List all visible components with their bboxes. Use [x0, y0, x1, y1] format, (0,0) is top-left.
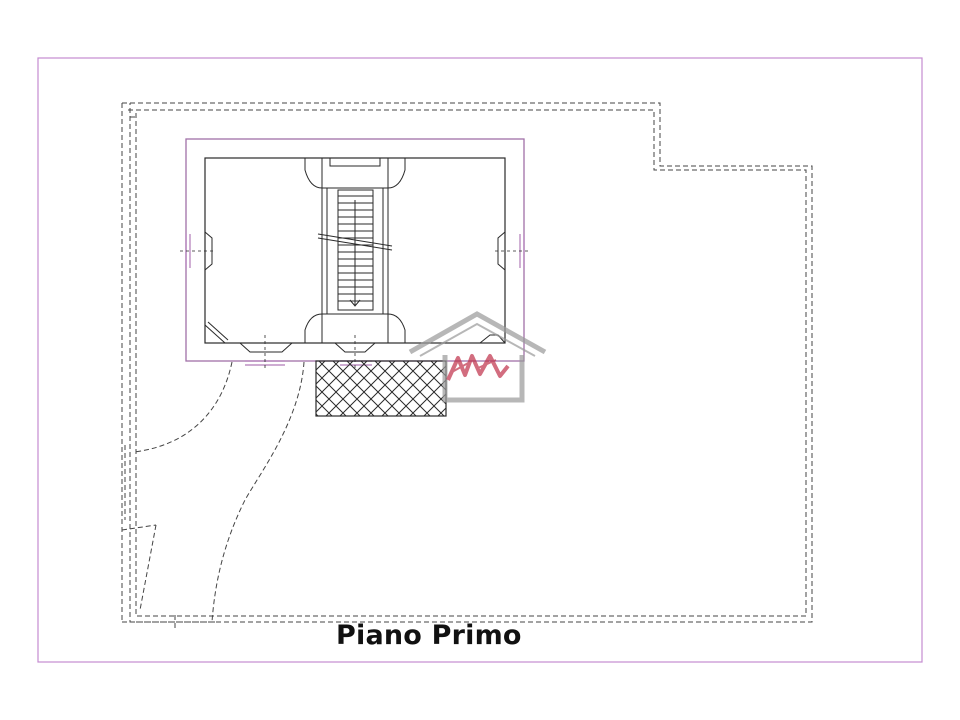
lot-boundary [121, 102, 813, 630]
windows [204, 231, 506, 353]
sheet-frame [37, 57, 923, 663]
arched-niches [304, 158, 406, 343]
balcony-hatch [315, 360, 447, 417]
staircase [317, 187, 393, 315]
floor-title: Piano Primo [336, 620, 522, 651]
garden-paths [133, 361, 305, 623]
house-logo-watermark [408, 311, 547, 403]
